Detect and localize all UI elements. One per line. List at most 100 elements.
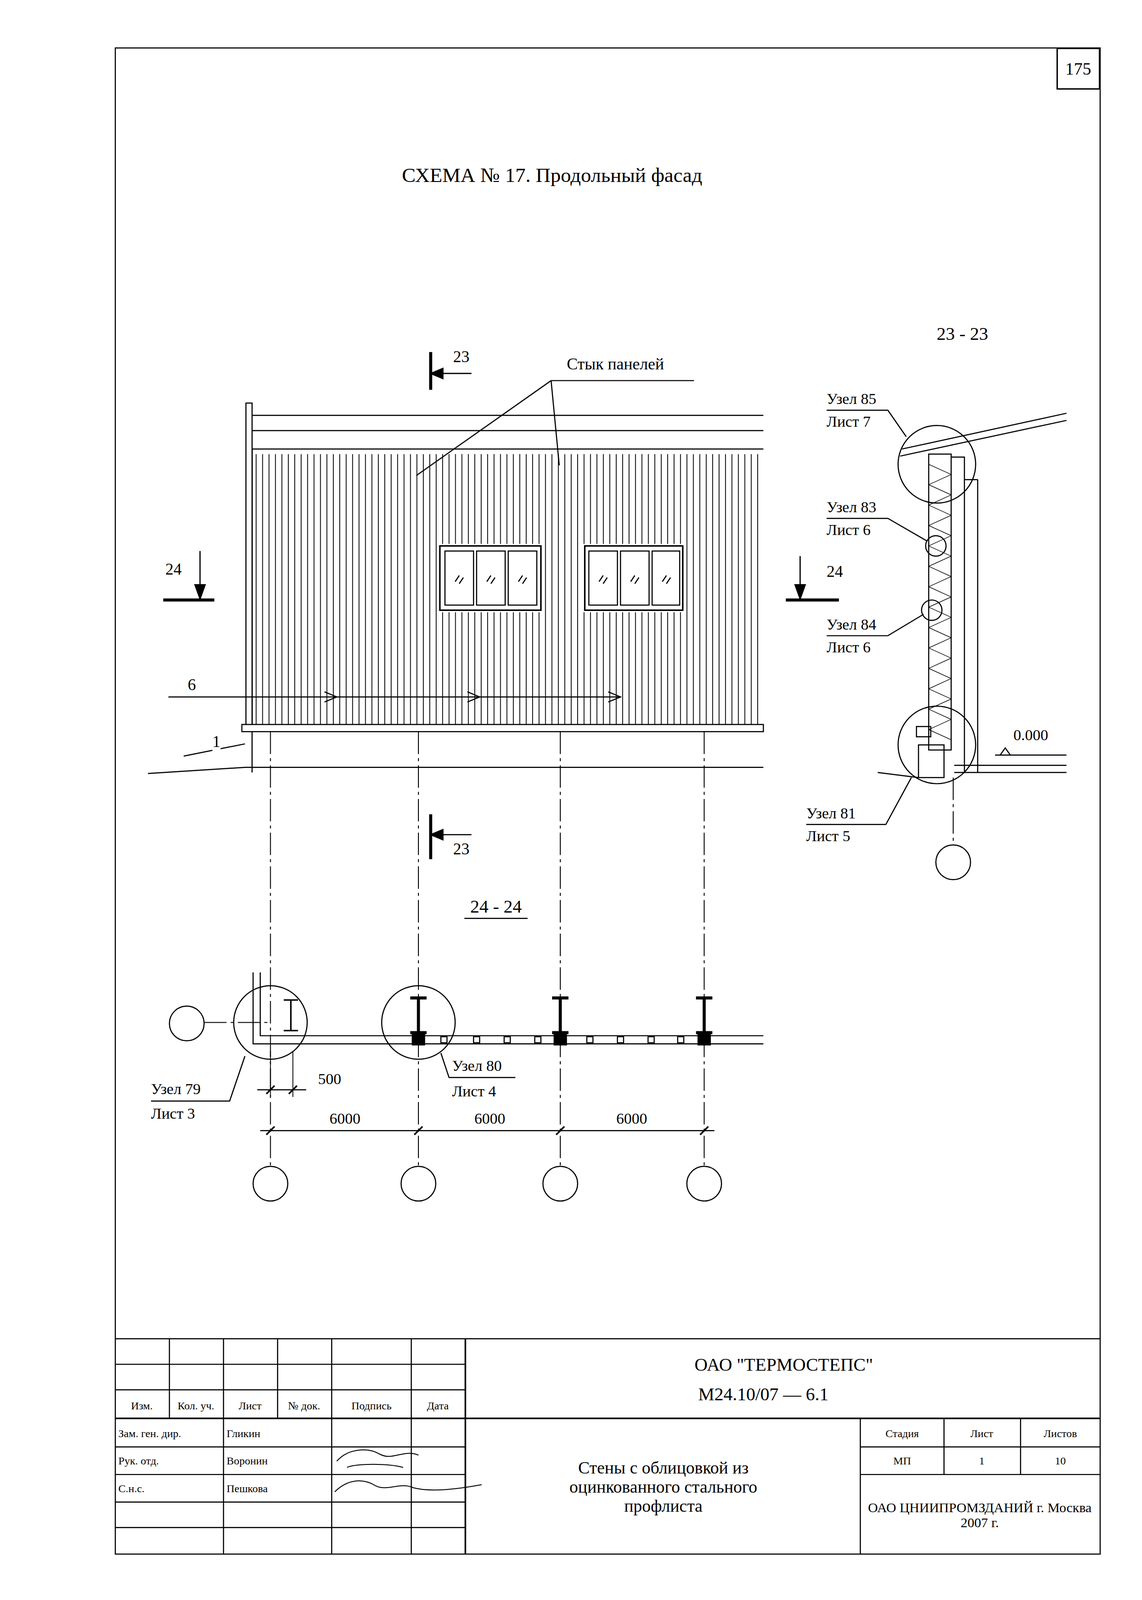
plan <box>440 1036 684 1043</box>
profiled-sheet <box>744 453 746 725</box>
profiled-sheet <box>648 612 649 725</box>
node-reference: Узел 85 <box>826 390 877 408</box>
profiled-sheet <box>442 612 443 725</box>
window <box>444 550 474 605</box>
table-cell: С.н.с. <box>118 1482 145 1495</box>
facade <box>251 429 764 431</box>
table-cell: Зам. ген. дир. <box>118 1426 182 1439</box>
profiled-sheet <box>455 612 457 725</box>
plan <box>283 999 298 1031</box>
profiled-sheet <box>313 453 315 725</box>
plan <box>233 985 308 1059</box>
profiled-sheet <box>358 453 360 725</box>
level-mark: 0.000 <box>1013 726 1049 744</box>
table-cell: 1 <box>979 1454 985 1467</box>
profiled-sheet <box>628 612 630 725</box>
profiled-sheet <box>634 453 636 544</box>
axis-line <box>204 731 954 1165</box>
title-block <box>331 1338 333 1554</box>
profiled-sheet <box>448 453 450 544</box>
axis-line <box>417 731 419 1165</box>
profiled-sheet <box>461 453 463 544</box>
axis-circle <box>401 1166 436 1201</box>
table-header: Стадия <box>885 1426 919 1439</box>
profiled-sheet <box>255 453 257 725</box>
facade <box>251 448 253 727</box>
profiled-sheet <box>480 612 482 725</box>
profiled-sheet <box>654 612 656 725</box>
section-mark <box>163 598 215 602</box>
title-block <box>115 1388 466 1390</box>
dimension: 6000 <box>616 1110 648 1127</box>
plan <box>440 1052 516 1078</box>
organisation-name: ОАО ЦНИИПРОМЗДАНИЙ г. Москва 2007 г. <box>865 1499 1095 1530</box>
profiled-sheet <box>506 612 508 725</box>
profiled-sheet <box>467 612 469 725</box>
section-23 <box>928 464 951 740</box>
facade <box>251 448 764 450</box>
window <box>508 550 537 605</box>
window <box>584 545 683 610</box>
window <box>588 550 618 605</box>
profiled-sheet <box>281 453 283 725</box>
table-header: Лист <box>238 1399 262 1412</box>
axis-circle <box>253 1166 288 1201</box>
profiled-sheet <box>551 453 553 725</box>
title-block <box>410 1338 412 1554</box>
profiled-sheet <box>673 612 675 725</box>
sheet-reference: Лист 7 <box>826 412 871 430</box>
section-23 <box>898 425 976 503</box>
title-block <box>115 1500 466 1502</box>
plan <box>150 918 764 1135</box>
profiled-sheet <box>712 453 714 725</box>
profiled-sheet <box>384 453 386 725</box>
table-header: Листов <box>1043 1426 1077 1439</box>
document-code: М24.10/07 — 6.1 <box>698 1383 829 1404</box>
profiled-sheet <box>596 612 598 725</box>
profiled-sheet <box>589 453 591 544</box>
profiled-sheet <box>519 612 521 725</box>
section-23 <box>918 744 945 778</box>
title-block <box>860 1473 1101 1475</box>
node-reference: Узел 83 <box>826 498 877 516</box>
plan <box>381 985 456 1059</box>
sheet-frame <box>115 47 1101 1554</box>
title-block <box>115 1338 1101 1339</box>
section-23 <box>954 764 1067 773</box>
facade <box>246 402 252 730</box>
section-23 <box>950 457 978 773</box>
section-number: 23 <box>452 840 470 859</box>
callout-number: 6 <box>187 675 197 695</box>
plan <box>256 1088 307 1090</box>
profiled-sheet <box>487 612 488 725</box>
profiled-sheet <box>699 453 701 725</box>
axis-line <box>270 731 272 1165</box>
profiled-sheet <box>654 453 656 544</box>
profiled-sheet <box>679 612 681 725</box>
callout-number: 1 <box>212 733 221 752</box>
profiled-sheet <box>320 453 322 725</box>
profiled-sheet <box>500 453 502 544</box>
profiled-sheet <box>345 453 347 725</box>
sheet-title: Стены с облицовкой из оцинкованного стал… <box>543 1458 784 1516</box>
section-mark <box>163 352 840 860</box>
facade <box>416 380 695 476</box>
profiled-sheet <box>294 453 296 725</box>
profiled-sheet <box>583 453 585 544</box>
table-header: Дата <box>427 1399 449 1412</box>
sheet-reference: Лист 5 <box>806 827 851 845</box>
profiled-sheet <box>300 453 302 725</box>
facade <box>147 767 764 774</box>
plan <box>464 917 528 919</box>
axis-line <box>703 731 705 1165</box>
section-23 <box>806 410 1067 825</box>
profiled-sheet <box>757 453 759 725</box>
profiled-sheet <box>377 453 379 725</box>
window <box>439 545 541 610</box>
facade <box>324 691 621 702</box>
profiled-sheet <box>365 453 367 725</box>
profiled-sheet <box>615 453 617 544</box>
node-reference: Узел 80 <box>452 1056 502 1074</box>
organisation-name: ОАО "ТЕРМОСТЕПС" <box>694 1354 874 1375</box>
